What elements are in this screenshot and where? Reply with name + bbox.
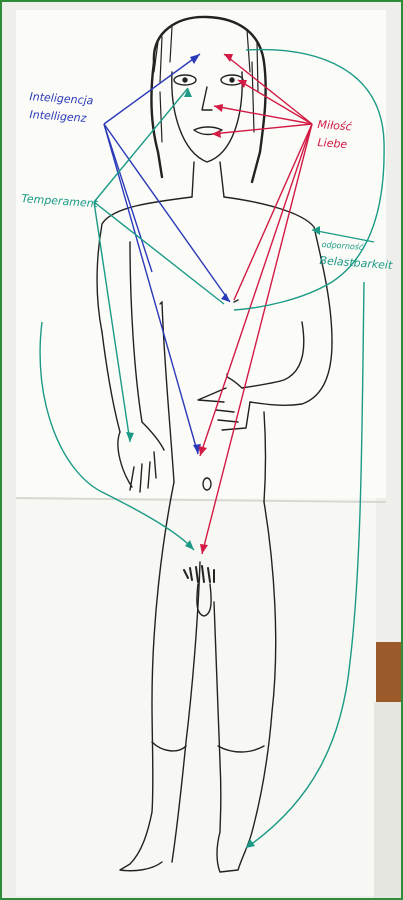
label-love-pl: Miłość [317, 118, 352, 133]
right-pupil [230, 78, 234, 82]
brown-object [376, 642, 401, 702]
left-pupil [183, 78, 187, 82]
label-love-de: Liebe [317, 136, 348, 151]
paper-sheet-lower [16, 498, 376, 896]
side-board [374, 702, 401, 898]
